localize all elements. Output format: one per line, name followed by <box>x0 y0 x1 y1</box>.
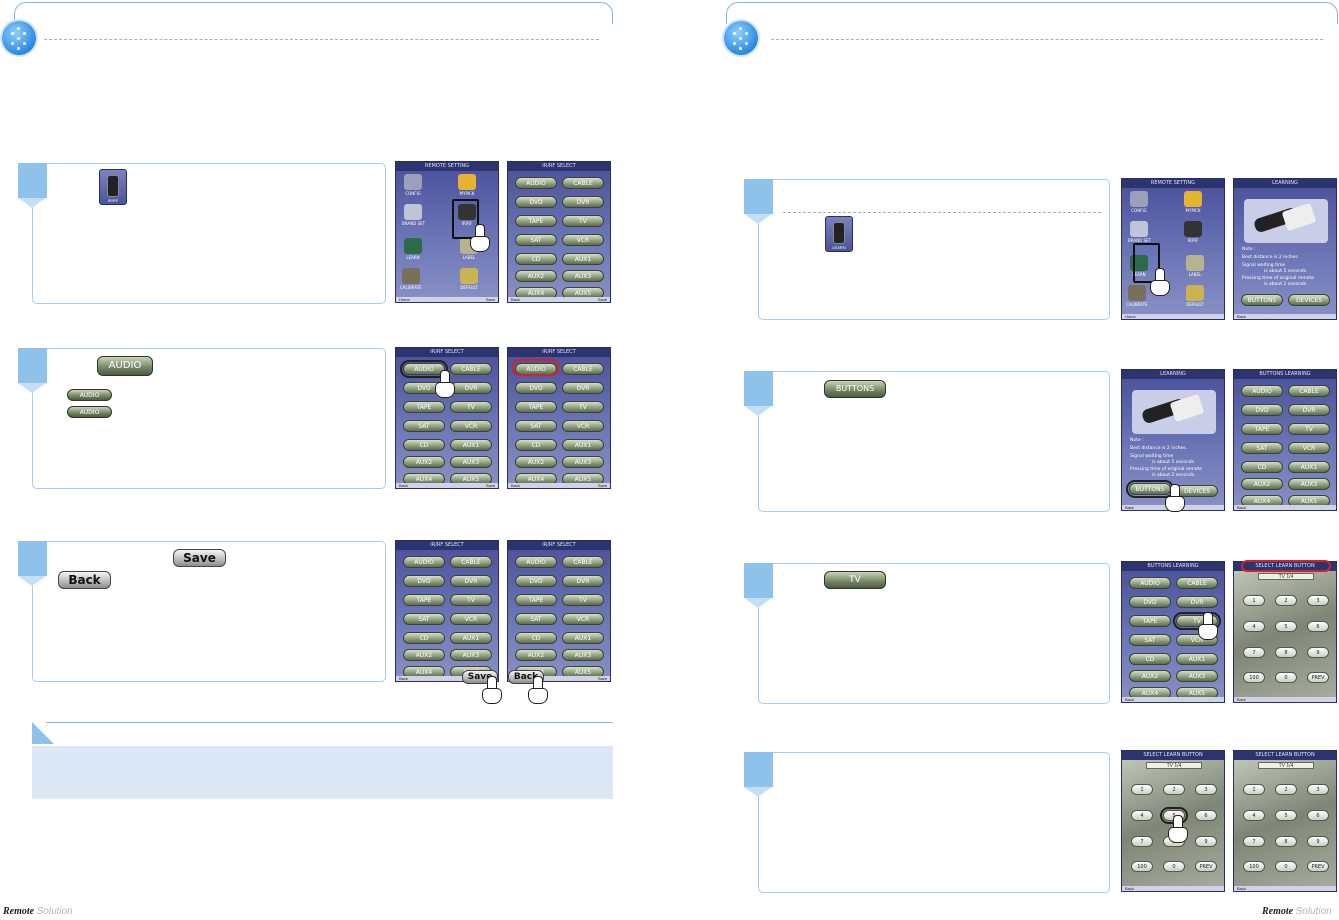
title-highlight-box <box>1241 560 1331 572</box>
left-step-2 <box>32 348 386 489</box>
right-page: LEARN REMOTE SETTING CONFIG MYPICK BRAND… <box>669 0 1339 920</box>
right-step-4-marker <box>744 752 773 797</box>
note-box <box>32 722 613 799</box>
learn-selection-box <box>1133 243 1160 283</box>
right-header-frame <box>726 2 1338 24</box>
audio-unselected-inline: AUDIO <box>67 389 112 401</box>
left-step-2-marker <box>18 348 47 393</box>
brand-set-icon: BRAND SET <box>402 204 425 226</box>
config-icon: CONFIG <box>404 174 422 196</box>
default-icon: DEFAULT <box>460 268 478 290</box>
learn-icon: LEARN <box>404 238 422 260</box>
screen-remote-setting-2: REMOTE SETTING CONFIG MYPICK BRAND SET I… <box>1121 178 1225 320</box>
right-step-3-marker <box>744 563 773 608</box>
irrf-icon: IR/RF <box>458 204 476 226</box>
left-step-1-marker <box>18 163 47 208</box>
pointer-hand-icon <box>480 676 502 704</box>
right-step-1 <box>758 179 1110 320</box>
left-page: IR/RF REMOTE SETTING CONFIG MYPICK BRAND… <box>0 0 669 920</box>
pointer-hand-icon <box>1196 612 1218 640</box>
pointer-hand-icon <box>526 676 548 704</box>
brand-footer-right: Remote Solution <box>1262 906 1332 917</box>
mypick-icon: MYPICK <box>1184 191 1202 213</box>
brand-set-icon: BRAND SET <box>1128 221 1151 243</box>
audio-highlight-box <box>512 359 559 376</box>
left-header-dashline <box>44 39 599 40</box>
default-icon: DEFAULT <box>1186 285 1204 307</box>
pointer-hand-icon <box>433 370 455 398</box>
pointer-hand-icon <box>1148 268 1170 296</box>
left-header-logo-icon <box>2 21 36 55</box>
right-step-3 <box>758 563 1110 704</box>
remote-learning-illustration <box>1244 199 1328 243</box>
audio-inline-button: AUDIO <box>97 356 153 376</box>
right-step-2-marker <box>744 371 773 416</box>
right-step-4 <box>758 752 1110 893</box>
back-inline-button: Back <box>58 571 111 589</box>
learn-mini-icon: LEARN <box>825 216 853 252</box>
audio-selected-inline: AUDIO <box>67 406 112 418</box>
left-step-3-marker <box>18 541 47 586</box>
screen-title: REMOTE SETTING <box>396 162 498 171</box>
pointer-hand-icon <box>468 224 490 252</box>
tv-inline-button: TV <box>824 571 886 589</box>
save-inline-button: Save <box>173 549 226 567</box>
buttons-inline-button: BUTTONS <box>824 380 886 398</box>
step-dashline <box>783 212 1101 213</box>
right-header-logo-icon <box>724 21 758 55</box>
right-step-1-marker <box>744 179 773 224</box>
brand-footer-left: Remote Solution <box>3 906 73 917</box>
left-step-1 <box>32 163 386 304</box>
irrf-icon: IR/RF <box>1184 221 1202 243</box>
pointer-hand-icon <box>1166 815 1188 843</box>
calibrate-icon: CALIBRATE <box>400 268 422 290</box>
right-step-2 <box>758 371 1110 512</box>
calibrate-icon: CALIBRATE <box>1126 285 1148 307</box>
irrf-mini-icon: IR/RF <box>99 169 127 205</box>
irrf-selection-box <box>452 199 479 239</box>
left-header-frame <box>14 2 613 24</box>
right-header-dashline <box>771 39 1323 40</box>
screen-learning-1: LEARNING Note : Best distance is 2 inche… <box>1233 178 1337 320</box>
label-icon: LABEL <box>1186 255 1204 277</box>
mypick-icon: MYPICK <box>458 174 476 196</box>
config-icon: CONFIG <box>1130 191 1148 213</box>
pointer-hand-icon <box>1163 484 1185 512</box>
